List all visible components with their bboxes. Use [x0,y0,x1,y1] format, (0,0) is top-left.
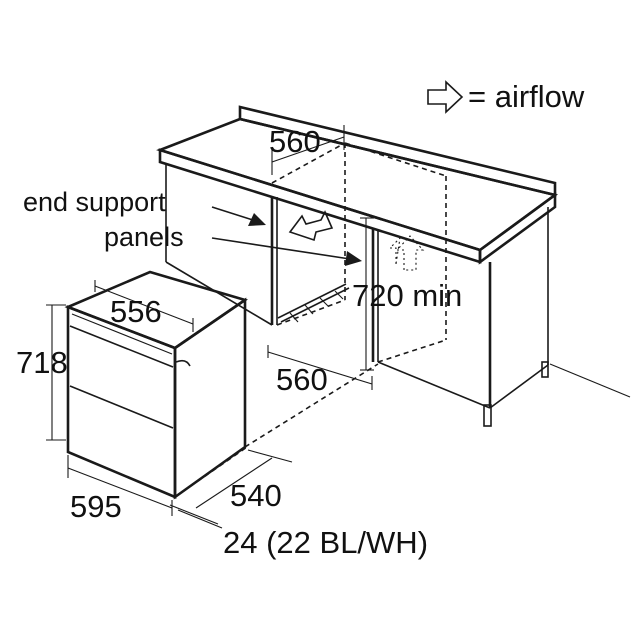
floor-guide-dashed [244,363,379,448]
worktop-surface [156,117,559,252]
callout-arrow-icon [211,237,362,266]
dimension-arrow-icon [94,285,194,325]
oven-front-face [66,305,177,499]
dimension-lines [46,125,374,529]
dimension-arrow-icon [271,136,345,163]
airflow-arrow-icon [427,80,464,114]
support-rail [277,283,350,323]
worktop-side-edge [478,192,557,265]
oven-control-panel-line [69,325,174,368]
dimension-oven-width: 595 [70,489,122,524]
worktop-front-edge [158,148,482,264]
oven-side-face [173,297,247,500]
oven-handle [175,359,191,367]
dimension-arrow-icon [169,504,219,525]
dimension-oven-inner-width: 556 [110,294,162,329]
callout-panels: panels [104,222,184,252]
dimension-cabinet-bottom-width: 560 [276,362,328,397]
right-unit-bottom [377,361,491,409]
kitchen-cabinet [156,105,631,427]
dimension-oven-depth: 540 [230,478,282,513]
dimension-min-height: 720 min [352,278,462,313]
oven-door-divider [69,385,174,429]
dimension-oven-height: 718 [16,345,68,380]
dimension-arrow-icon [67,467,173,509]
dimension-cabinet-top-width: 560 [269,124,321,159]
recess-floor-right [377,339,447,363]
dimension-frame-offset: 24 (22 BL/WH) [223,525,428,560]
dimension-arrow-icon [195,457,273,509]
airflow-arrow-icon [288,210,334,242]
oven-base-dashed [174,446,248,498]
floor-line [549,363,631,398]
callout-arrow-icon [211,206,266,226]
recess-top-left [271,142,346,184]
right-unit-side-bottom [489,364,549,409]
callout-end-support: end support [23,187,166,217]
cabinet-leg-back [541,361,549,378]
oven-top-trim [71,313,173,355]
dimension-arrow-icon [267,351,373,385]
airflow-arrow-icon [388,235,425,271]
airflow-legend-label: = airflow [468,79,585,114]
cabinet-leg-front [483,404,492,427]
